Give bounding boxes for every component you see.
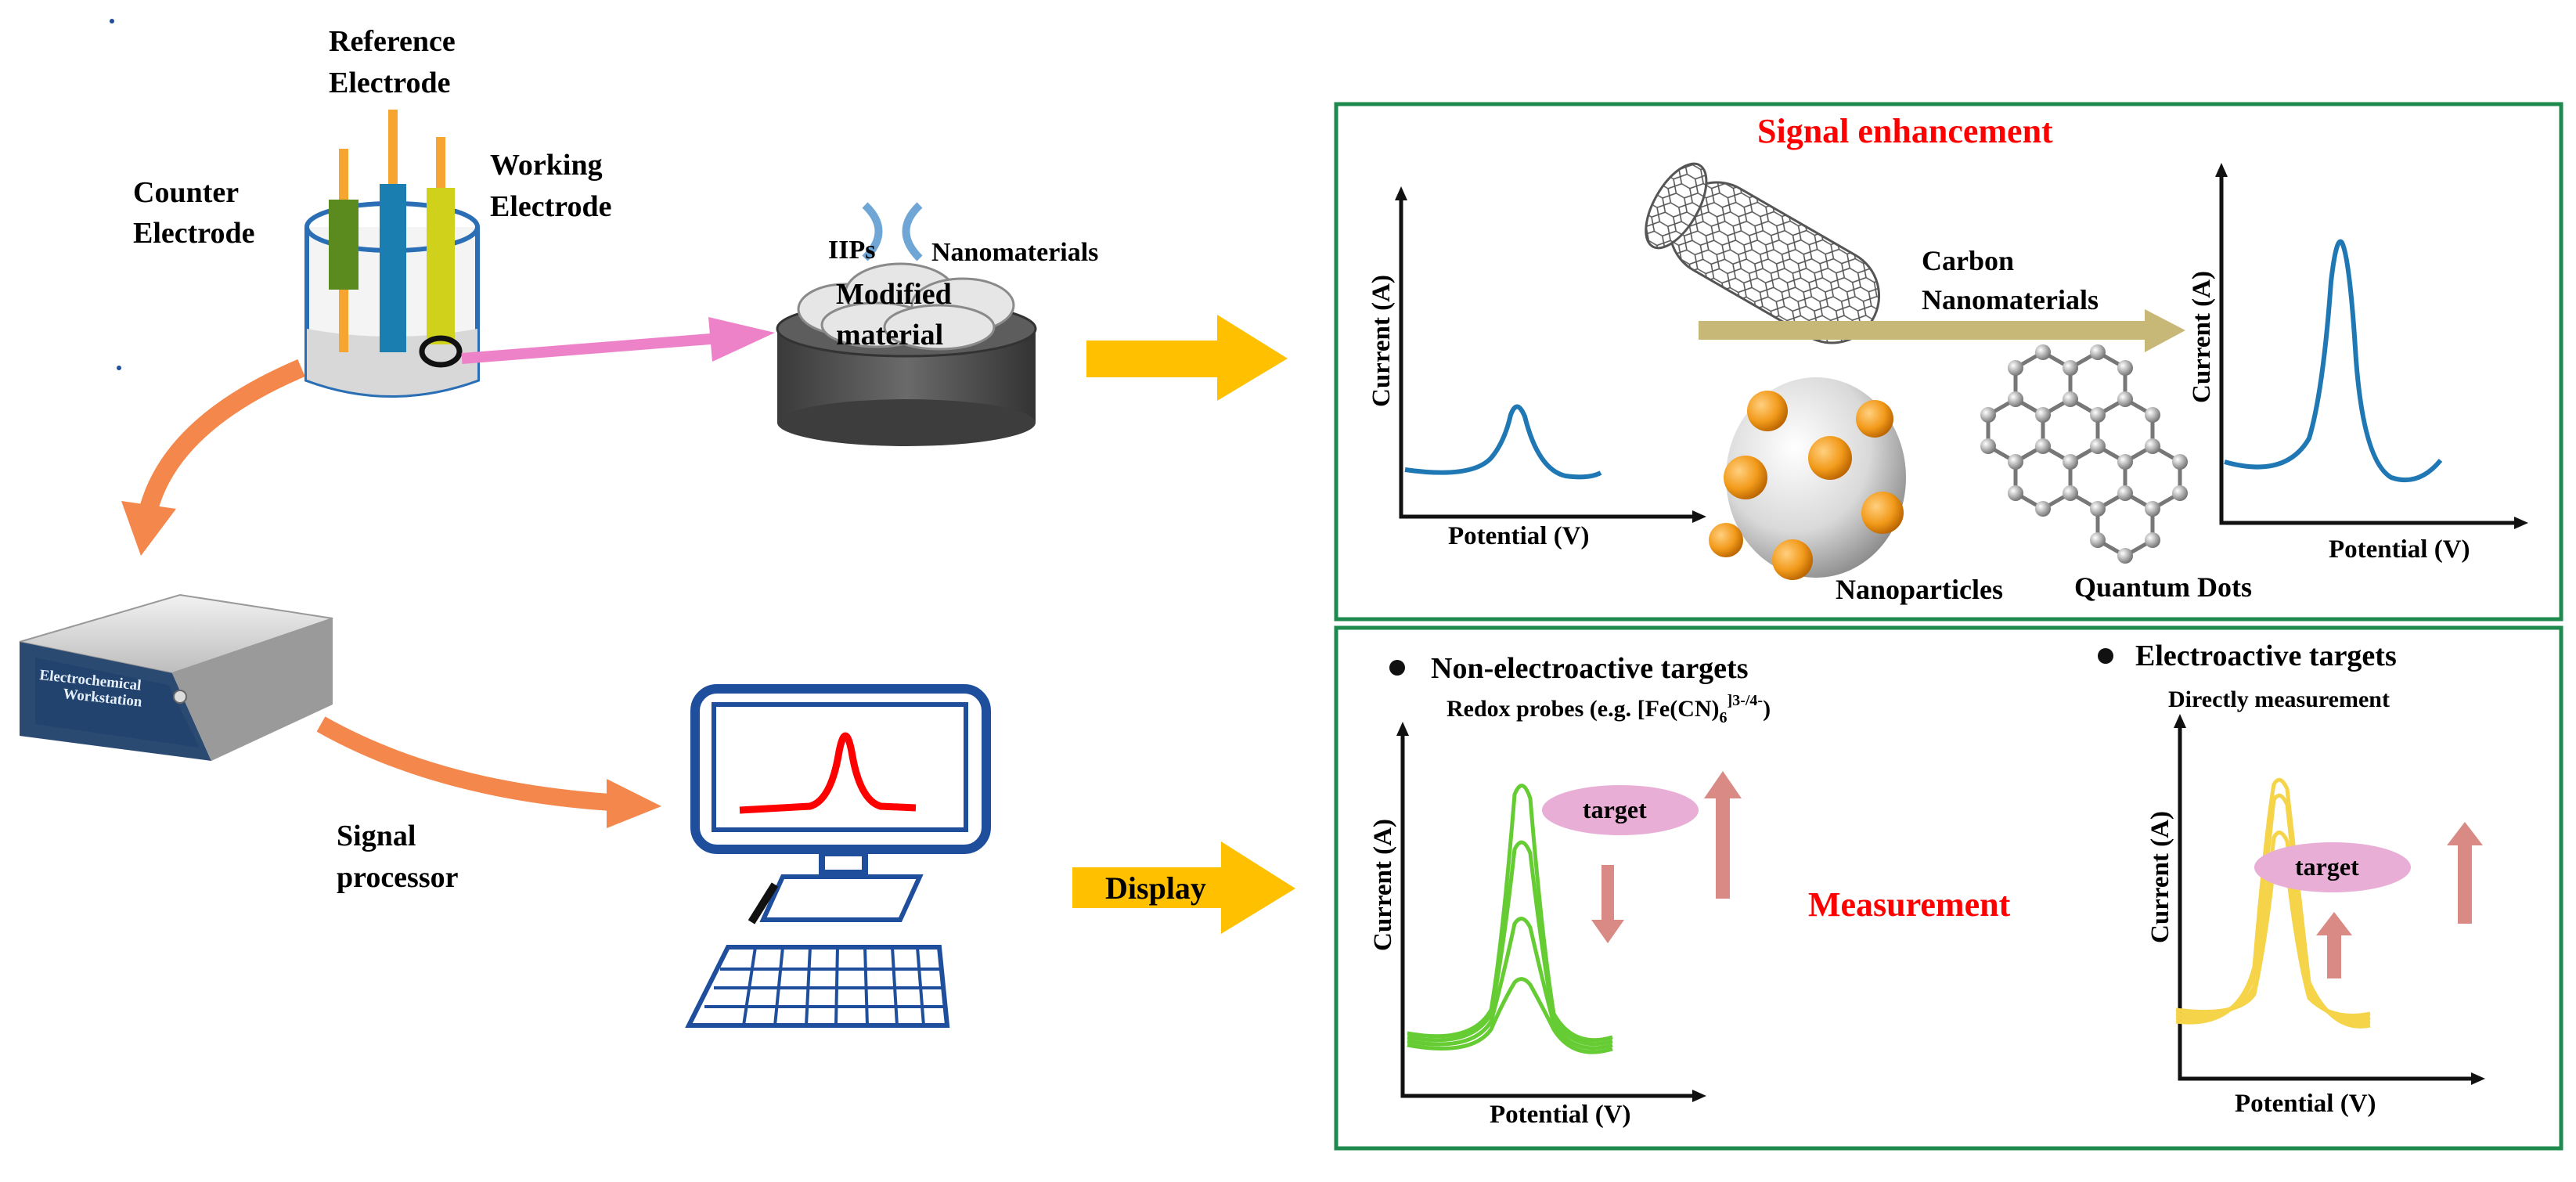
redox-probe-sub: 6: [1720, 709, 1728, 726]
bullet-non-electroactive: [1389, 660, 1405, 676]
left-small-plot: Current (A) Potential (V): [1367, 186, 1706, 550]
reference-label-2: Electrode: [329, 67, 450, 99]
carbon-label-1: Carbon: [1922, 245, 2014, 276]
quantum-dots-label: Quantum Dots: [2074, 571, 2252, 603]
display-label: Display: [1105, 870, 1206, 906]
bullet-electroactive: [2098, 648, 2113, 664]
redox-probe-prefix: Redox probes (e.g. [Fe(CN): [1447, 696, 1720, 722]
green-peak-4: [1407, 977, 1613, 1054]
exchange-icon: [862, 202, 923, 261]
electroactive-title: Electroactive targets: [2135, 640, 2397, 672]
reference-electrode: [388, 110, 398, 188]
quantum-dots-icon: [1986, 350, 2182, 558]
left-small-xlabel: Potential (V): [1448, 522, 1590, 550]
orange-arrowhead-right: [607, 779, 661, 828]
monitor: [690, 684, 991, 854]
up-arrow-right-short: [2316, 912, 2352, 978]
measurement-label: Measurement: [1808, 885, 2011, 924]
iips-label: IIPs: [828, 236, 875, 265]
nanoparticles-label: Nanoparticles: [1836, 574, 2003, 605]
counter-label-2: Electrode: [133, 217, 254, 250]
signal-panel-title: Signal enhancement: [1757, 112, 2053, 150]
green-peak-3: [1407, 917, 1613, 1050]
keyboard: [685, 945, 950, 1028]
yellow-peak-4: [2175, 777, 2371, 1029]
reference-label-1: Reference: [329, 25, 456, 58]
up-arrow-right-tall: [2447, 822, 2483, 924]
orange-arrow-down: [139, 359, 305, 512]
counter-label-1: Counter: [133, 176, 239, 209]
working-electrode: [436, 137, 445, 200]
measurement-panel-border: [1334, 625, 2563, 1151]
modified-material-cloud: [797, 262, 1015, 351]
target-pill-right: [2254, 842, 2411, 892]
down-arrow-left: [1591, 865, 1624, 943]
stray-dot: [117, 366, 121, 370]
computer: [685, 684, 991, 1028]
signal-label-2: processor: [337, 861, 459, 894]
signal-enhancement-panel: Signal enhancement Current (A) Potential…: [1334, 102, 2563, 622]
left-small-ylabel: Current (A): [1367, 275, 1396, 407]
left-small-peak: [1404, 404, 1602, 480]
redox-probe-label: Redox probes (e.g. [Fe(CN)6]3-/4-): [1447, 692, 1771, 726]
non-electroactive-title: Non-electroactive targets: [1431, 652, 1749, 685]
right-small-ylabel: Current (A): [2188, 271, 2216, 403]
redox-probe-sup: ]3-/4-: [1728, 692, 1764, 709]
working-label-2: Electrode: [490, 190, 611, 223]
electrochemical-cell: Reference Electrode Counter Electrode Wo…: [133, 25, 611, 398]
signal-label-1: Signal: [337, 820, 416, 852]
nanomaterials-label: Nanomaterials: [931, 238, 1098, 267]
direct-measurement-label: Directly measurement: [2168, 686, 2390, 712]
left-measure-ylabel: Current (A): [1369, 819, 1397, 951]
target-label-left: target: [1583, 795, 1647, 823]
right-small-xlabel: Potential (V): [2329, 535, 2470, 564]
right-small-peak: [2224, 239, 2443, 483]
right-measure-xlabel: Potential (V): [2235, 1090, 2376, 1118]
modified-label-1: Modified: [836, 278, 952, 311]
working-label-1: Working: [490, 149, 603, 182]
target-label-right: target: [2295, 852, 2359, 881]
pink-arrowhead: [708, 317, 775, 362]
electrochemical-workstation: Electrochemical Workstation: [19, 593, 333, 761]
measurement-panel: Non-electroactive targets Redox probes (…: [1334, 625, 2563, 1151]
right-small-plot: Current (A) Potential (V): [2188, 163, 2528, 564]
modified-label-2: material: [836, 319, 943, 351]
target-pill-left: [1542, 785, 1699, 835]
signal-panel-border: [1334, 102, 2563, 622]
nanoparticle-icon: [1709, 377, 1906, 580]
yellow-peak-3: [2175, 793, 2371, 1025]
redox-probe-suffix: ): [1763, 696, 1771, 722]
enhancement-arrow: [1699, 309, 2185, 352]
quantum-dot-atoms: [1980, 344, 2188, 564]
display-arrow: [1072, 841, 1295, 934]
yellow-peak-2: [2175, 831, 2371, 1022]
modified-electrode: IIPs Nanomaterials Modified material: [776, 202, 1098, 446]
right-measure-ylabel: Current (A): [2146, 811, 2174, 943]
orange-arrow-right: [316, 716, 611, 811]
stray-dot: [110, 19, 114, 23]
right-measurement-plot: target Current (A) Potential (V): [2146, 714, 2485, 1118]
orange-arrowhead-down: [121, 501, 176, 556]
carbon-label-2: Nanomaterials: [1922, 284, 2099, 315]
carbon-nanotube-icon: [1645, 162, 1881, 344]
left-measurement-plot: target Current (A) Potential (V): [1369, 722, 1742, 1129]
pink-arrow: [461, 333, 712, 364]
up-arrow-left: [1704, 771, 1742, 899]
left-measure-xlabel: Potential (V): [1490, 1101, 1631, 1129]
monitor-peak-curve: [739, 732, 917, 814]
yellow-arrow-top: [1086, 315, 1288, 401]
